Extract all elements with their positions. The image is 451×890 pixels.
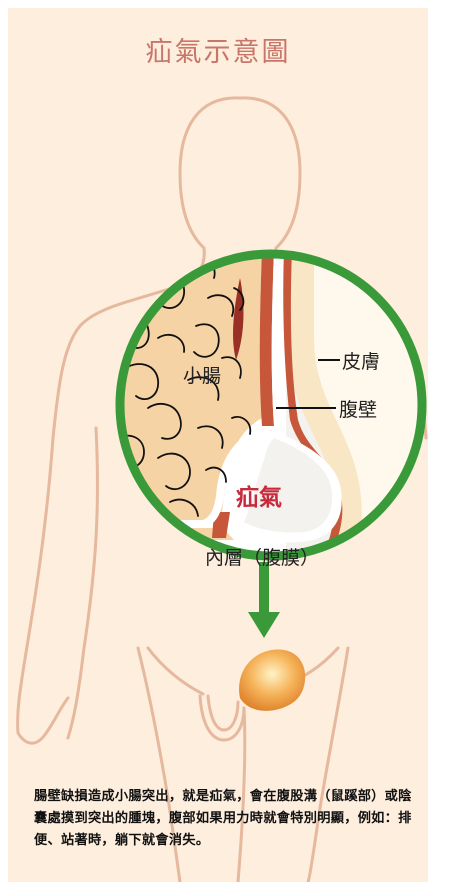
- illustration: [16, 96, 428, 882]
- diagram-panel: 疝氣示意圖: [8, 8, 428, 882]
- caption-text: 腸壁缺損造成小腸突出，就是疝氣，會在腹股溝（鼠蹊部）或陰囊處摸到突出的腫塊，腹部…: [34, 789, 412, 848]
- label-skin: 皮膚: [342, 351, 381, 373]
- label-inner-layer: 內層（腹膜）: [205, 547, 320, 569]
- label-hernia: 疝氣: [236, 485, 282, 511]
- arrow-down-icon: [248, 562, 280, 638]
- label-small-intestine: 小腸: [183, 365, 222, 387]
- diagram-title: 疝氣示意圖: [145, 37, 291, 68]
- magnifier-ring: [115, 249, 427, 561]
- leader-lines: [276, 359, 340, 409]
- label-abdominal-wall: 腹壁: [339, 399, 378, 421]
- hernia-bulge: [239, 649, 306, 711]
